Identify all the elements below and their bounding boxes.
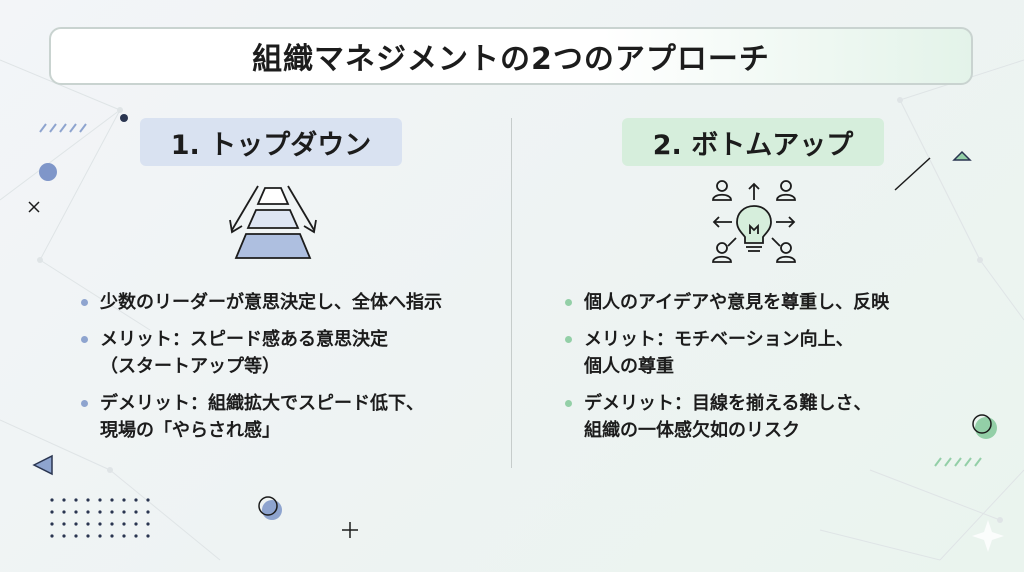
list-item: 少数のリーダーが意思決定し、全体へ指示: [78, 289, 442, 316]
lightbulb-people-icon: [712, 180, 796, 263]
bullet-dot: [565, 400, 572, 407]
pyramid-icon: [229, 185, 317, 259]
top-down-bullet-list: 少数のリーダーが意思決定し、全体へ指示 メリット：スピード感ある意思決定 （スタ…: [78, 289, 442, 454]
page-title: 組織マネジメントの2つのアプローチ: [252, 42, 770, 77]
bullet-dot: [81, 336, 88, 343]
column-divider: [511, 118, 512, 468]
bottom-up-heading: 2. ボトムアップ: [622, 118, 884, 166]
bottom-up-bullet-list: 個人のアイデアや意見を尊重し、反映 メリット：モチベーション向上、 個人の尊重 …: [562, 289, 889, 454]
bullet-dot: [565, 336, 572, 343]
list-item: メリット：モチベーション向上、 個人の尊重: [562, 326, 889, 380]
bullet-dot: [81, 400, 88, 407]
list-item: デメリット：組織拡大でスピード低下、 現場の「やらされ感」: [78, 390, 442, 444]
bullet-dot: [565, 299, 572, 306]
list-item: メリット：スピード感ある意思決定 （スタートアップ等）: [78, 326, 442, 380]
list-item: 個人のアイデアや意見を尊重し、反映: [562, 289, 889, 316]
list-item: デメリット：目線を揃える難しさ、 組織の一体感欠如のリスク: [562, 390, 889, 444]
bullet-dot: [81, 299, 88, 306]
top-down-heading: 1. トップダウン: [140, 118, 402, 166]
title-banner: 組織マネジメントの2つのアプローチ: [49, 27, 973, 85]
